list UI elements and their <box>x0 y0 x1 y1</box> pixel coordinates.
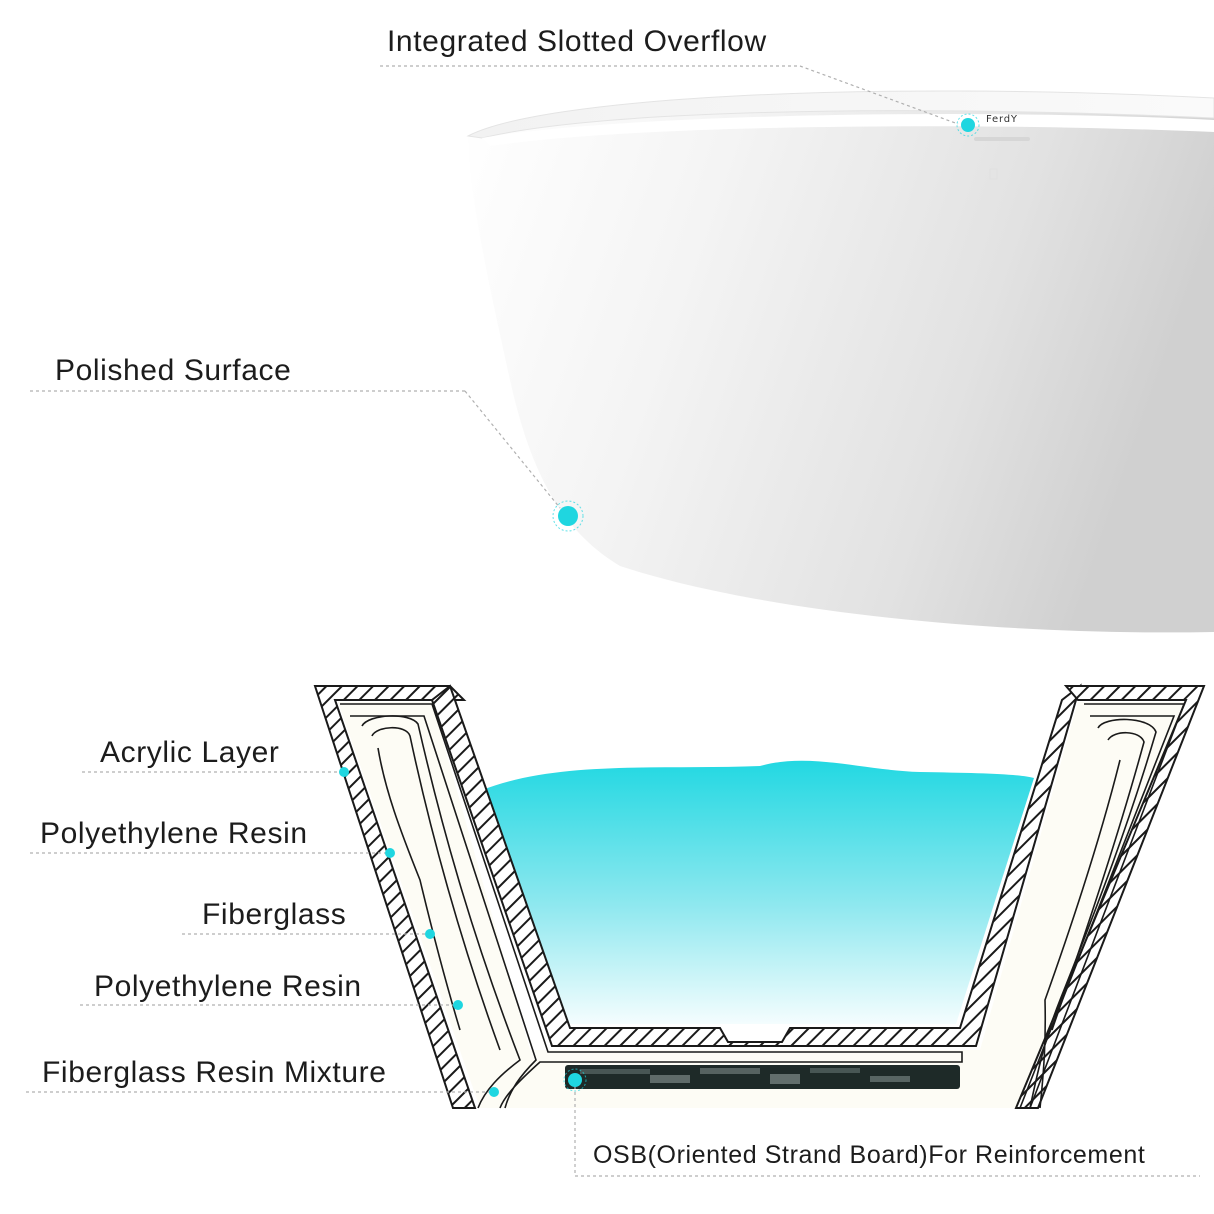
overflow-label: Integrated Slotted Overflow <box>387 25 767 58</box>
core-fill-right <box>960 702 1184 1108</box>
bathtub-body <box>468 93 1214 633</box>
cross-section <box>313 683 1206 1109</box>
surface-label: Polished Surface <box>55 354 292 387</box>
core-fill-left <box>338 702 960 1108</box>
pe-resin-2-marker <box>453 1000 463 1010</box>
fg-mixture-label: Fiberglass Resin Mixture <box>42 1056 387 1089</box>
fg-mixture-marker <box>489 1087 499 1097</box>
overflow-callout <box>380 65 980 137</box>
shell-inner <box>430 683 1082 1047</box>
osb-label: OSB(Oriented Strand Board)For Reinforcem… <box>593 1141 1146 1169</box>
overflow-marker <box>961 118 975 132</box>
bathtub-inner-lip <box>482 114 1214 146</box>
osb-marker <box>568 1073 582 1087</box>
brand-logo: FerdY <box>986 114 1018 125</box>
surface-callout <box>30 390 584 532</box>
pe-resin-2-label: Polyethylene Resin <box>94 970 362 1003</box>
acrylic-marker <box>339 767 349 777</box>
bathtub-rim <box>466 90 1214 139</box>
overflow-slot <box>974 137 1030 141</box>
bathtub-illustration <box>466 90 1214 633</box>
acrylic-label: Acrylic Layer <box>100 736 280 769</box>
pe-resin-1-marker <box>385 848 395 858</box>
overflow-mark <box>989 168 998 180</box>
pe-resin-1-label: Polyethylene Resin <box>40 817 308 850</box>
layer-callouts <box>26 767 1200 1177</box>
surface-marker <box>558 506 578 526</box>
water <box>482 760 1034 1024</box>
fiberglass-marker <box>425 929 435 939</box>
fiberglass-label: Fiberglass <box>202 898 347 931</box>
